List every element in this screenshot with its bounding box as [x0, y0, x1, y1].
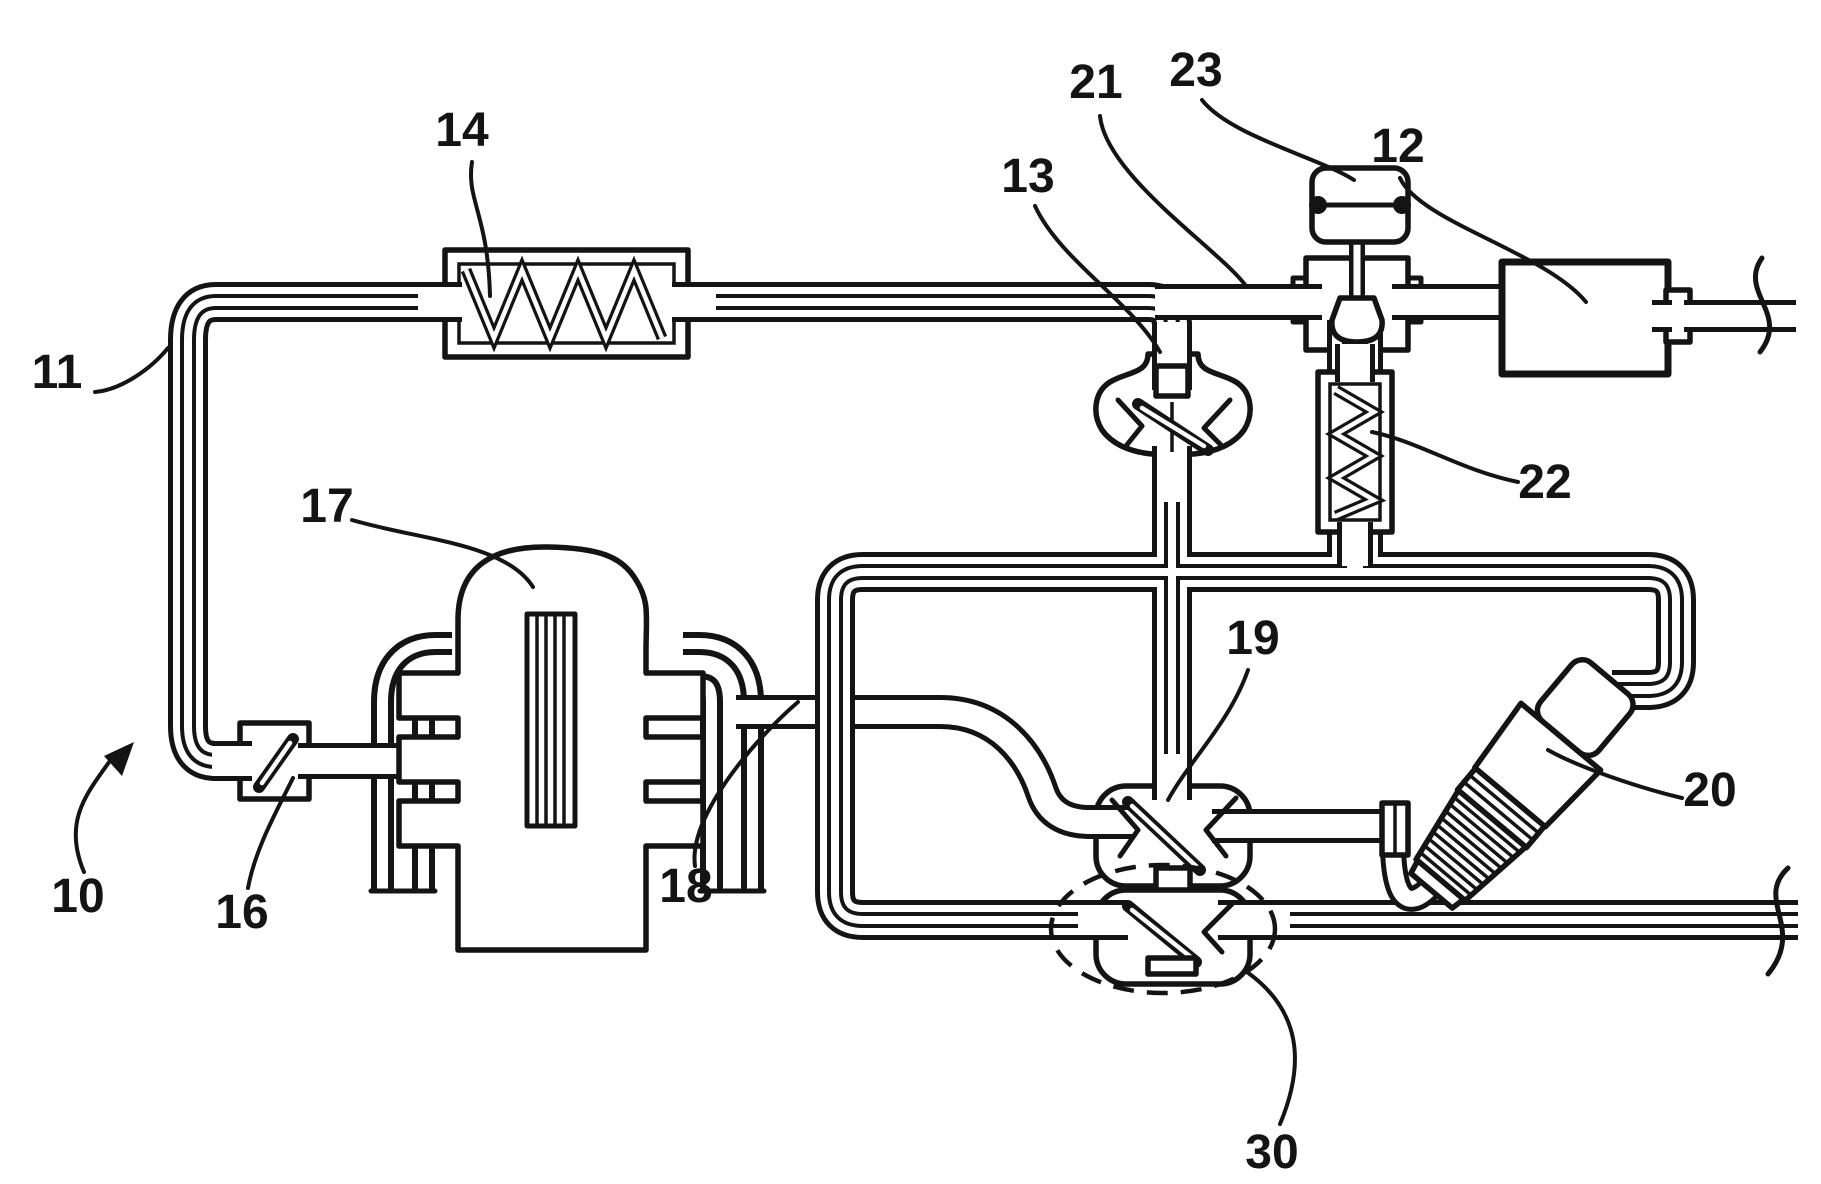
- valve13-seat-right: [1201, 397, 1233, 449]
- ref-label-13: 13: [1001, 150, 1054, 203]
- turbocharger-20: [1379, 657, 1636, 912]
- dashed-ellipse-30: [1048, 862, 1278, 996]
- valve13-stem: [1153, 363, 1191, 399]
- control-valve-13: [1093, 322, 1253, 502]
- leader-20: [1546, 748, 1684, 800]
- poppet-head: [1329, 295, 1385, 345]
- leader-30: [1245, 970, 1297, 1126]
- ref-label-18: 18: [659, 860, 712, 913]
- egr-valve-30: [1078, 887, 1290, 987]
- leader-lines: [73, 98, 1684, 1126]
- leader-22: [1370, 430, 1520, 484]
- leader-11: [93, 346, 170, 394]
- valve30-seat-right: [1201, 901, 1235, 955]
- ref-label-20: 20: [1683, 764, 1736, 817]
- leader-16: [246, 776, 295, 890]
- heat-exchanger-14: [418, 247, 716, 360]
- leader-18: [692, 700, 800, 868]
- hx22-inner-shell: [1328, 382, 1382, 522]
- break-mark-top-right: [1753, 255, 1773, 355]
- arrow-10-shaft: [73, 756, 114, 874]
- leader-17: [350, 518, 535, 589]
- leader-14: [469, 160, 492, 298]
- leader-13: [1033, 204, 1162, 354]
- break-mark-bottom-right: [1765, 865, 1791, 977]
- ref-label-16: 16: [215, 886, 268, 939]
- heat-exchanger-22: [1315, 344, 1395, 566]
- turbo-ribs: [1419, 795, 1521, 897]
- ref-label-10: 10: [51, 870, 104, 923]
- actuator-pivot-right: [1393, 196, 1411, 214]
- cylinder-liner: [524, 611, 578, 829]
- ref-label-14: 14: [435, 104, 489, 157]
- leader-19: [1166, 668, 1250, 802]
- arrow-10-head: [104, 742, 134, 776]
- ref-label-21: 21: [1069, 56, 1122, 109]
- leader-21: [1098, 114, 1248, 288]
- actuator-pivot-left: [1309, 196, 1327, 214]
- cylinder-hatching: [535, 614, 566, 826]
- ref-label-30: 30: [1245, 1126, 1298, 1179]
- ref-label-11: 11: [32, 346, 83, 399]
- ref-label-12: 12: [1371, 120, 1424, 173]
- throttle-valve-16: [212, 720, 332, 802]
- leader-12: [1398, 176, 1588, 304]
- silencer-box: [1498, 258, 1672, 378]
- ref-label-19: 19: [1226, 612, 1279, 665]
- turbo-tip: [1408, 857, 1467, 911]
- ref-label-17: 17: [300, 480, 353, 533]
- valve30-base-plate: [1145, 955, 1199, 977]
- valve19-seat-left: [1109, 797, 1141, 859]
- reference-labels: 10 11 12 13 14 16 17 18 19 20 21 22 23 3…: [32, 44, 1737, 1179]
- ref-label-23: 23: [1169, 44, 1222, 97]
- engine-17: [396, 544, 706, 953]
- egr-valve-19: [1086, 754, 1262, 889]
- valve19-seat-right: [1203, 795, 1239, 859]
- leader-23: [1200, 98, 1356, 182]
- engine-block-outline: [396, 544, 706, 953]
- ref-label-22: 22: [1518, 456, 1571, 509]
- silencer-12: [1498, 258, 1712, 378]
- turbo-assembly: [1408, 657, 1636, 911]
- valve13-seat-left: [1115, 397, 1145, 449]
